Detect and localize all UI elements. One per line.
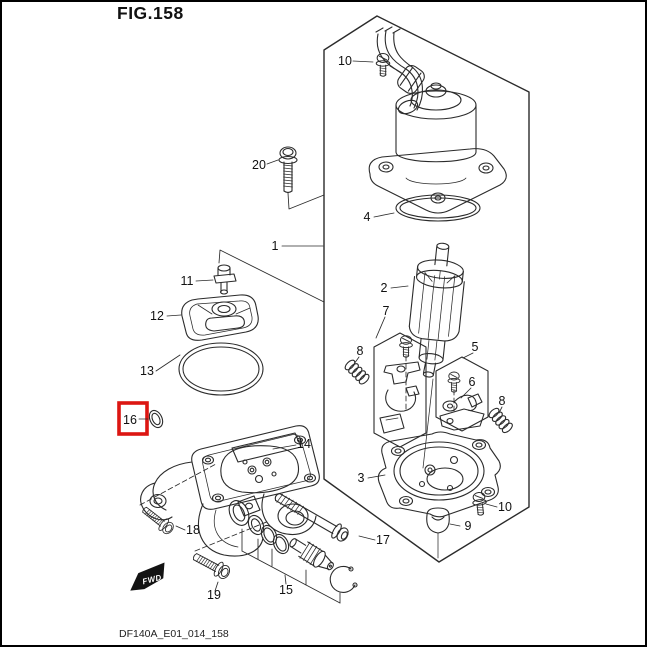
brush-spring-right-drawing bbox=[488, 407, 513, 434]
pump-housing-drawing bbox=[140, 425, 320, 557]
highlight-box-part-16 bbox=[117, 401, 149, 436]
motor-end-frame-drawing bbox=[377, 378, 501, 518]
leader-lines bbox=[138, 60, 503, 592]
brush-holder-set-drawing bbox=[379, 335, 421, 434]
motor-oring-drawing bbox=[395, 194, 481, 222]
callout-5: 5 bbox=[472, 340, 479, 354]
callout-15: 15 bbox=[279, 583, 293, 597]
grommet-drawing bbox=[426, 507, 450, 559]
figure-title: FIG.158 bbox=[117, 3, 184, 23]
callout-10: 10 bbox=[498, 500, 512, 514]
callout-9: 9 bbox=[465, 519, 472, 533]
callout-17: 17 bbox=[376, 533, 390, 547]
alignment-dash-lines bbox=[139, 65, 405, 552]
callout-4: 4 bbox=[364, 210, 371, 224]
callout-8: 8 bbox=[357, 344, 364, 358]
brush-spring-left-drawing bbox=[344, 359, 370, 385]
callout-10: 10 bbox=[338, 54, 352, 68]
valve-drawing bbox=[213, 264, 237, 295]
callout-20: 20 bbox=[252, 158, 266, 172]
cover-plate-drawing bbox=[181, 294, 259, 341]
callout-14: 14 bbox=[297, 437, 311, 451]
callout-11: 11 bbox=[181, 274, 194, 288]
callout-1: 1 bbox=[272, 239, 279, 253]
fwd-direction-marker: FWD bbox=[130, 562, 165, 591]
callout-2: 2 bbox=[381, 281, 388, 295]
large-oring-drawing bbox=[178, 342, 264, 396]
callout-19: 19 bbox=[207, 588, 221, 602]
assembly-box-1 bbox=[323, 15, 530, 563]
footer-part-name: PTT MOTOR bbox=[119, 643, 180, 645]
bolt-19-drawing bbox=[189, 548, 233, 582]
sub-box-7 bbox=[373, 332, 427, 448]
armature-drawing bbox=[408, 242, 465, 378]
footer-part-code: DF140A_E01_014_158 bbox=[119, 628, 229, 640]
callout-13: 13 bbox=[140, 364, 154, 378]
callout-6: 6 bbox=[469, 375, 476, 389]
bolt-18-drawing bbox=[138, 503, 177, 537]
small-oring-drawing bbox=[148, 409, 164, 429]
electric-motor-drawing bbox=[368, 26, 507, 214]
callout-7: 7 bbox=[383, 304, 390, 318]
callout-16: 16 bbox=[123, 413, 137, 427]
bolt-20-drawing bbox=[278, 146, 298, 194]
callout-3: 3 bbox=[358, 471, 365, 485]
manual-release-valve-drawing bbox=[228, 500, 358, 604]
callout-12: 12 bbox=[150, 309, 164, 323]
callout-18: 18 bbox=[186, 523, 200, 537]
screw-10-top-drawing bbox=[375, 53, 391, 77]
sub-box-5 bbox=[435, 356, 489, 432]
brush-set-drawing bbox=[439, 371, 485, 431]
callout-8: 8 bbox=[499, 394, 506, 408]
